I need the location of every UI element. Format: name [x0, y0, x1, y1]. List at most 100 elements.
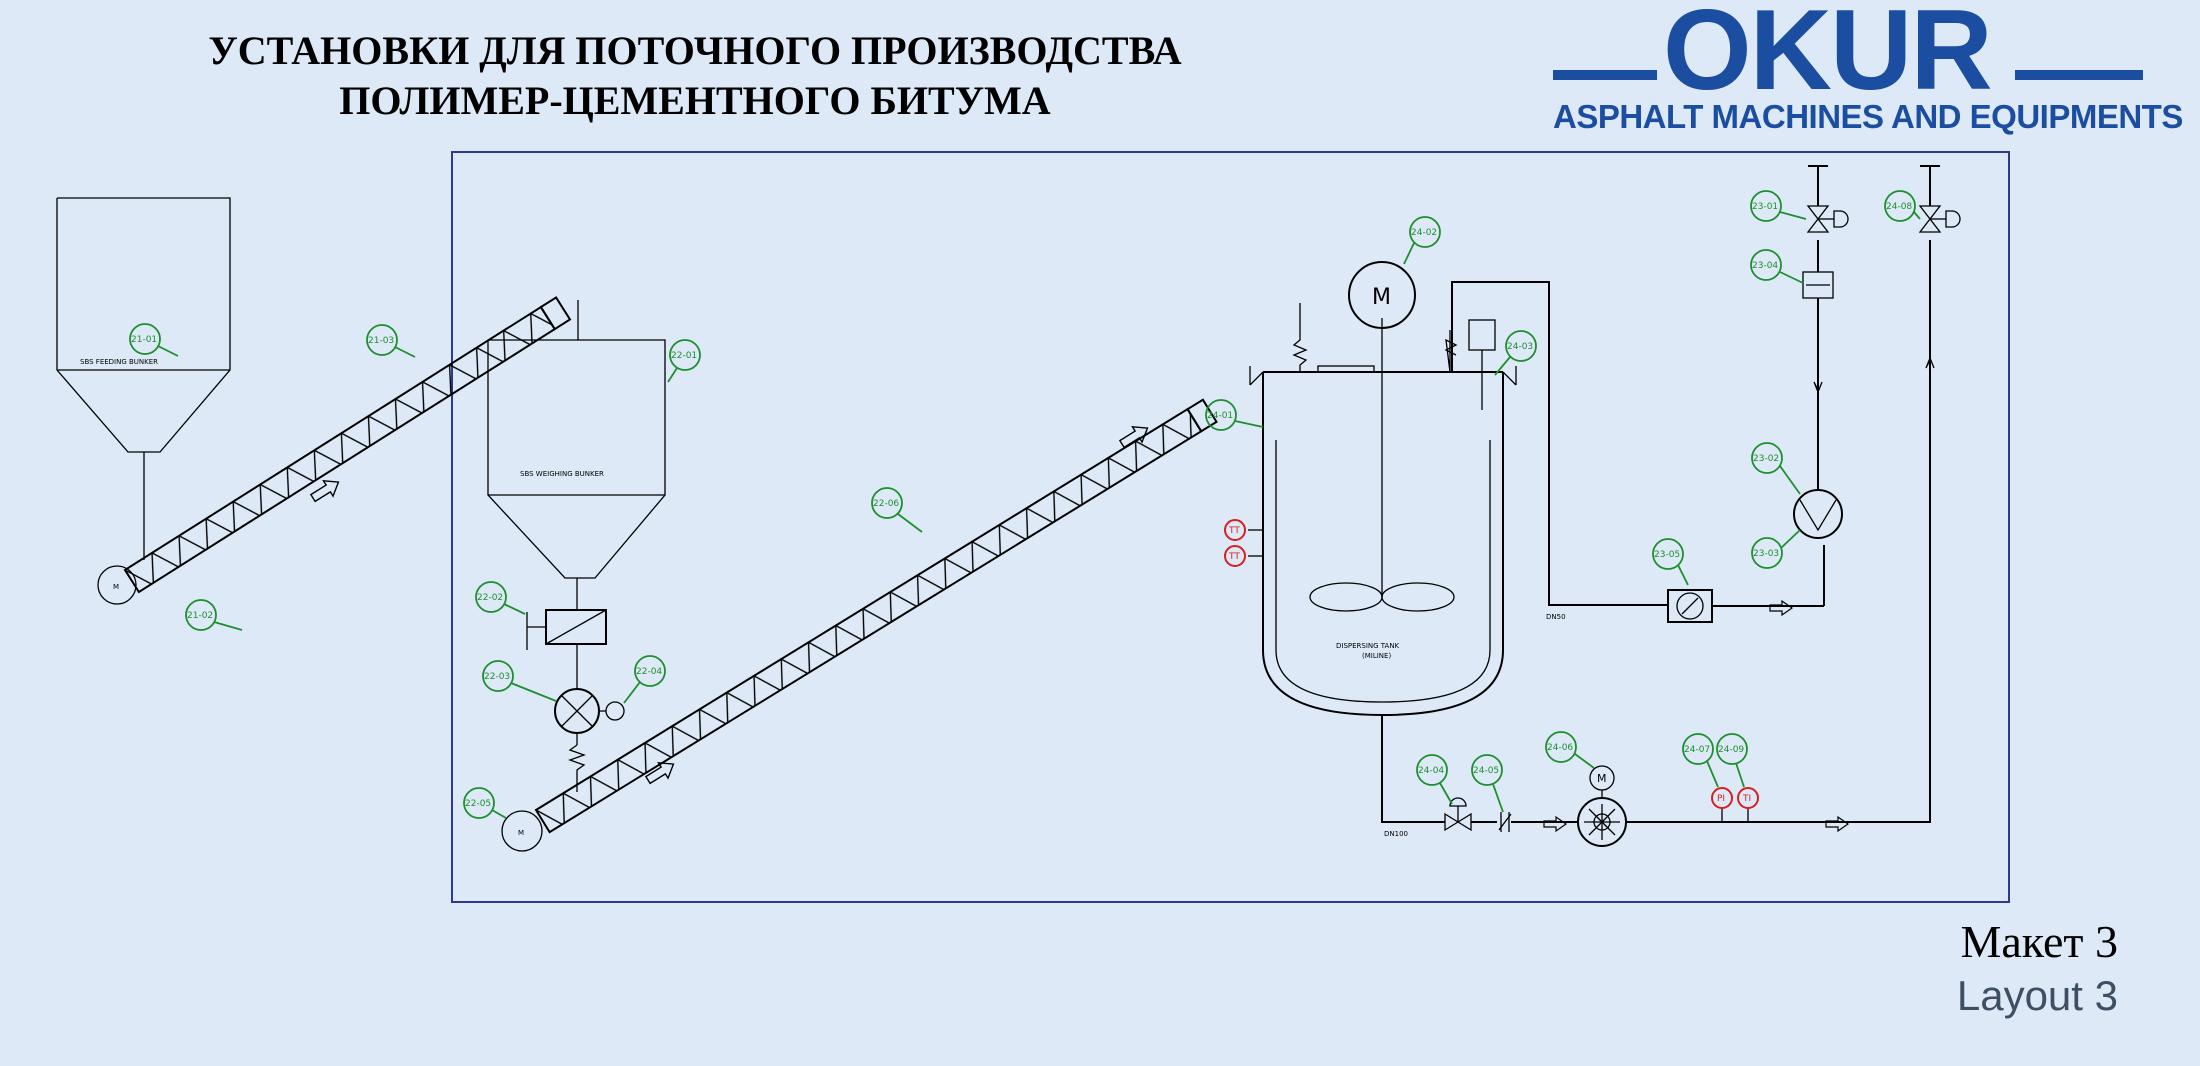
tag-23-05: 23-05 [1652, 538, 1689, 586]
svg-text:24-05: 24-05 [1473, 766, 1499, 776]
svg-text:TT: TT [1228, 552, 1240, 562]
motor-m2: M [501, 810, 543, 852]
svg-text:TT: TT [1228, 526, 1240, 536]
sbs-weighing-bunker: SBS WEIGHING BUNKER [487, 339, 666, 688]
svg-text:24-02: 24-02 [1411, 228, 1437, 238]
svg-text:24-07: 24-07 [1684, 745, 1710, 755]
title-line-2: ПОЛИМЕР-ЦЕМЕНТНОГО БИТУМА [339, 78, 1051, 123]
conveyor-2-flow-arrow-lower [644, 762, 675, 785]
tag-22-04: 22-04 [623, 655, 666, 704]
svg-text:21-02: 21-02 [187, 611, 213, 621]
meter-flow-arrow [1769, 599, 1794, 617]
svg-text:23-03: 23-03 [1753, 549, 1779, 559]
tag-24-06: 24-06 [1545, 731, 1595, 769]
tag-24-07: 24-07 [1682, 733, 1719, 788]
tag-22-05: 22-05 [463, 787, 507, 819]
svg-text:24-03: 24-03 [1507, 342, 1533, 352]
svg-text:24-08: 24-08 [1886, 202, 1912, 212]
dispersing-tank: DISPERSING TANK (MILINE) [1249, 365, 1517, 717]
check-valve [1498, 812, 1512, 832]
control-valve-2 [1918, 205, 1961, 233]
tag-23-04: 23-04 [1750, 249, 1804, 284]
conveyor-1-flow-arrow [309, 480, 340, 503]
tag-24-05: 24-05 [1471, 754, 1504, 813]
agitator-motor: M [1348, 261, 1416, 329]
tag-tt-1: TT [1224, 519, 1246, 541]
flow-meter [1667, 589, 1713, 623]
svg-text:22-06: 22-06 [873, 499, 899, 509]
svg-text:24-06: 24-06 [1547, 743, 1573, 753]
tank-outlet-dn: DN100 [1384, 830, 1408, 838]
tag-24-01: 24-01 [1205, 399, 1264, 431]
discharge-flow-arrow [1825, 815, 1850, 833]
control-valve-1 [1806, 205, 1849, 233]
return-line-dn: DN50 [1546, 613, 1566, 621]
outlet-flow-arrow [1543, 815, 1568, 833]
rotary-valve [554, 688, 625, 792]
motor-m2-label: M [518, 829, 524, 837]
conveyor-2-discharge [1292, 303, 1308, 372]
logo-brand: OKUR [1663, 0, 1993, 114]
screw-conveyor-1 [123, 296, 572, 594]
inlet-flow-arrow [1813, 360, 1823, 394]
tag-24-02: 24-02 [1403, 216, 1441, 265]
feeding-bunker-label: SBS FEEDING BUNKER [80, 358, 158, 366]
tag-24-04: 24-04 [1416, 754, 1453, 805]
tag-24-08: 24-08 [1884, 190, 1921, 222]
svg-text:24-01: 24-01 [1207, 411, 1233, 421]
tag-24-03: 24-03 [1494, 330, 1537, 376]
tank-label-line2: (MILINE) [1362, 652, 1391, 660]
layout-caption-en: Layout 3 [1956, 972, 2118, 1019]
svg-text:22-04: 22-04 [636, 667, 662, 677]
outlet-valve [1444, 797, 1472, 832]
centrifugal-pump [1793, 489, 1843, 539]
svg-text:24-04: 24-04 [1418, 766, 1444, 776]
tag-23-03: 23-03 [1751, 529, 1801, 569]
svg-text:21-01: 21-01 [131, 335, 157, 345]
tag-21-01: 21-01 [129, 323, 179, 357]
tag-22-03: 22-03 [482, 660, 557, 702]
page-title: УСТАНОВКИ ДЛЯ ПОТОЧНОГО ПРОИЗВОДСТВА ПОЛ… [110, 26, 1280, 126]
tag-23-02: 23-02 [1751, 442, 1801, 495]
svg-text:TI: TI [1742, 794, 1751, 804]
layout-caption: Макет 3 Layout 3 [1957, 914, 2118, 1022]
svg-text:24-09: 24-09 [1718, 745, 1744, 755]
tag-22-02: 22-02 [475, 581, 526, 615]
discharge-line [1626, 240, 1931, 823]
circulation-pump-motor-label: M [1597, 772, 1607, 785]
agitator [1309, 318, 1455, 612]
tank-label-line1: DISPERSING TANK [1336, 642, 1400, 650]
level-instrument [1444, 319, 1496, 410]
title-line-1: УСТАНОВКИ ДЛЯ ПОТОЧНОГО ПРОИЗВОДСТВА [208, 28, 1182, 73]
return-line [1451, 281, 1668, 606]
sbs-feeding-bunker: SBS FEEDING BUNKER [56, 197, 231, 560]
svg-text:21-03: 21-03 [368, 336, 394, 346]
screw-conveyor-2 [534, 398, 1218, 834]
svg-text:PI: PI [1717, 794, 1725, 804]
svg-text:23-05: 23-05 [1654, 550, 1680, 560]
weighing-bunker-label: SBS WEIGHING BUNKER [520, 470, 604, 478]
tag-21-03: 21-03 [366, 324, 416, 358]
logo-bar-left [1553, 70, 1657, 80]
conveyor-2-flow-arrow-upper [1118, 426, 1149, 449]
svg-text:23-01: 23-01 [1752, 202, 1778, 212]
svg-text:23-02: 23-02 [1753, 454, 1779, 464]
circulation-pump: M [1577, 765, 1627, 847]
logo-bar-right [2015, 70, 2143, 80]
svg-text:22-03: 22-03 [484, 672, 510, 682]
plant-boundary-frame [451, 151, 2010, 903]
agitator-motor-label: M [1372, 285, 1391, 310]
motor-m1-label: M [113, 583, 119, 591]
inline-filter [1802, 271, 1834, 299]
tag-tt-2: TT [1224, 545, 1246, 567]
tag-ti: TI [1737, 787, 1759, 809]
riser-flow-arrow [1925, 356, 1935, 385]
layout-caption-ru: Макет 3 [1960, 916, 2118, 967]
svg-text:22-01: 22-01 [671, 351, 697, 361]
svg-text:22-05: 22-05 [465, 799, 491, 809]
tag-23-01: 23-01 [1750, 190, 1807, 222]
logo-tagline: ASPHALT MACHINES AND EQUIPMENTS [1553, 98, 2183, 135]
tag-22-01: 22-01 [667, 339, 701, 383]
tag-pi: PI [1711, 787, 1733, 809]
